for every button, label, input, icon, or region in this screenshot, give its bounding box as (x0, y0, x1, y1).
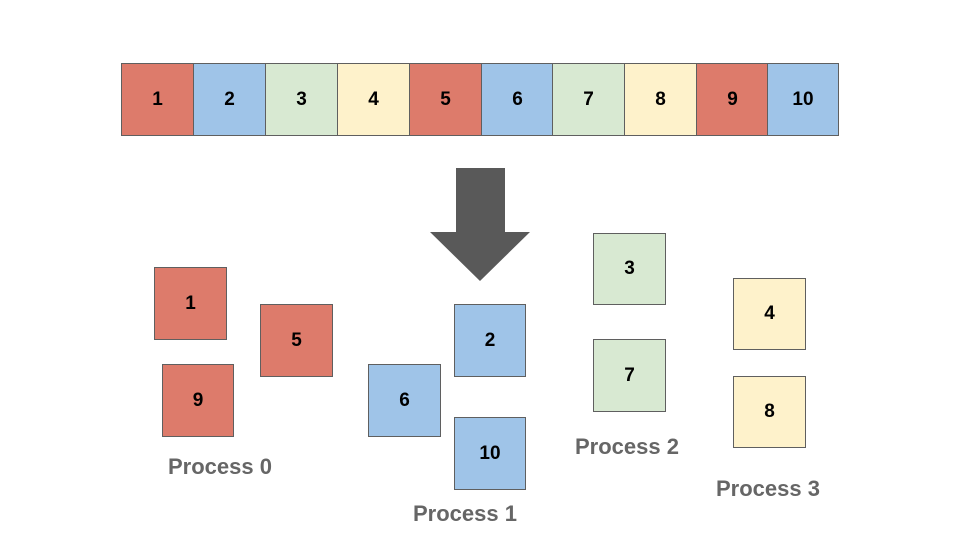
process-2-label: Process 2 (575, 434, 679, 459)
array-cell: 2 (193, 63, 266, 136)
array-cell: 3 (265, 63, 338, 136)
process-3-block: 8 (733, 376, 806, 448)
process-0-label: Process 0 (168, 454, 272, 479)
process-1-block: 2 (454, 304, 526, 377)
process-2-block: 3 (593, 233, 666, 305)
array-cell: 7 (552, 63, 625, 136)
process-3-block: 4 (733, 278, 806, 350)
array-cell: 5 (409, 63, 482, 136)
array-cell: 8 (624, 63, 697, 136)
array-cell: 9 (696, 63, 769, 136)
array-cell: 1 (121, 63, 194, 136)
array-cell: 6 (481, 63, 554, 136)
process-1-block: 6 (368, 364, 441, 437)
array-cell: 10 (767, 63, 839, 136)
process-0-block: 5 (260, 304, 333, 377)
process-3-label: Process 3 (716, 476, 820, 501)
down-arrow-shape (430, 168, 530, 281)
process-0-block: 9 (162, 364, 234, 437)
process-1-label: Process 1 (413, 501, 517, 526)
array-cell: 4 (337, 63, 410, 136)
process-0-block: 1 (154, 267, 227, 340)
process-1-block: 10 (454, 417, 526, 490)
down-arrow-icon (430, 168, 530, 281)
process-2-block: 7 (593, 339, 666, 412)
